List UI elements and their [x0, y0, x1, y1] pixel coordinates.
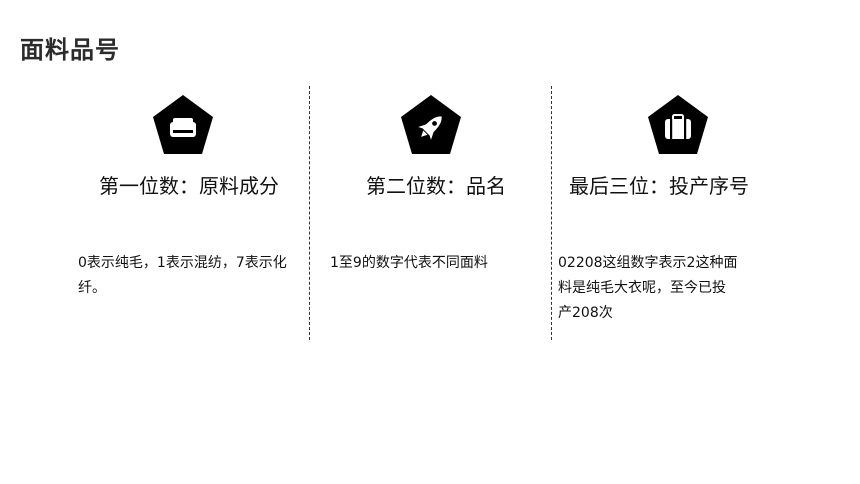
page-title: 面料品号	[20, 36, 120, 64]
rocket-icon	[400, 94, 462, 156]
column-body-composition: 0表示纯毛，1表示混纺，7表示化纤。	[78, 255, 287, 296]
column-body-production-sequence: 02208这组数字表示2这种面料是纯毛大衣呢，至今已投产208次	[558, 255, 738, 321]
column-heading-product-name: 第二位数：品名	[366, 174, 506, 198]
suitcase-icon	[647, 94, 709, 156]
column-heading-production-sequence: 最后三位：投产序号	[569, 174, 749, 198]
column-body-product-name: 1至9的数字代表不同面料	[330, 255, 488, 271]
column-heading-composition: 第一位数：原料成分	[99, 174, 279, 198]
column-divider	[309, 86, 310, 340]
column-divider	[551, 86, 552, 340]
hard-drive-icon	[152, 94, 214, 156]
